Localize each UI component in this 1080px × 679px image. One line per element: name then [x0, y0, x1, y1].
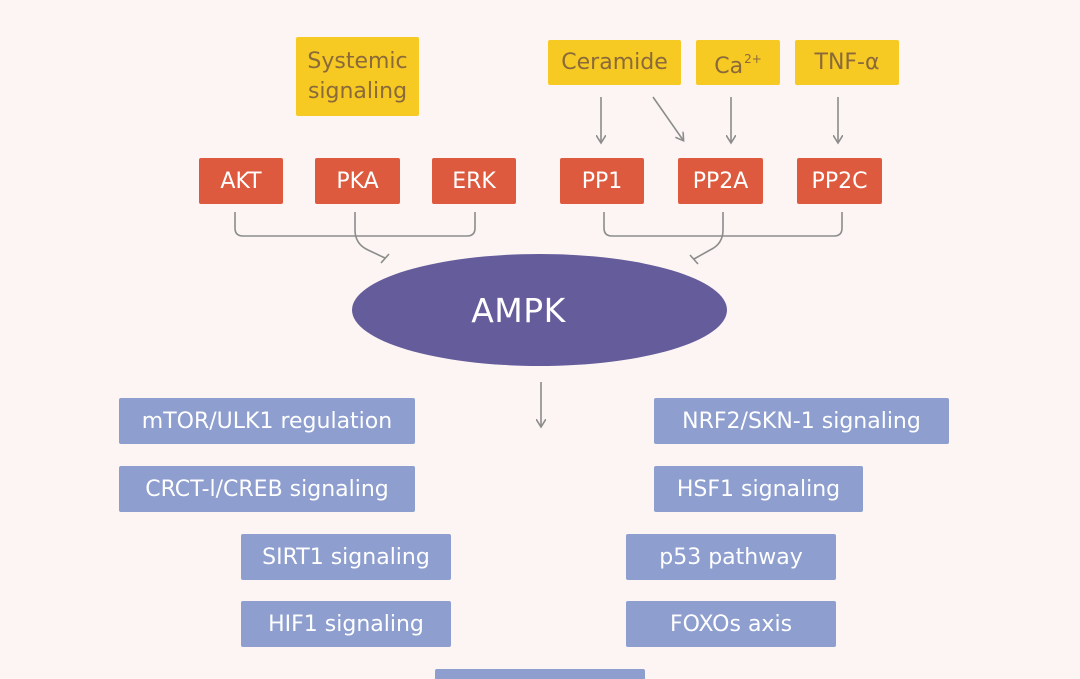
tnf-alpha-box: TNF-α: [795, 40, 899, 85]
pka-box: PKA: [315, 158, 400, 204]
tnf-alpha-label: TNF-α: [814, 49, 880, 75]
akt-box: AKT: [199, 158, 283, 204]
systemic-signaling-line1: Systemic: [307, 48, 408, 74]
pp2c-label: PP2C: [811, 168, 868, 194]
sirt1-label: SIRT1 signaling: [262, 544, 430, 570]
p53-label: p53 pathway: [659, 544, 803, 570]
p53-box: p53 pathway: [626, 534, 836, 580]
hif1-box: HIF1 signaling: [241, 601, 451, 647]
akt-label: AKT: [220, 168, 262, 194]
phosphatase-inhibition-stem: [693, 212, 724, 260]
crct-creb-label: CRCT-l/CREB signaling: [145, 476, 389, 502]
pp2c-box: PP2C: [797, 158, 882, 204]
nrf2-skn1-label: NRF2/SKN-1 signaling: [682, 408, 921, 434]
pp2a-label: PP2A: [692, 168, 749, 194]
erk-box: ERK: [432, 158, 516, 204]
pka-label: PKA: [336, 168, 379, 194]
clipped-bottom-box: [435, 669, 645, 679]
foxos-label: FOXOs axis: [669, 611, 793, 637]
pp2a-box: PP2A: [678, 158, 763, 204]
arrow-ceramide-pp2a: [652, 96, 683, 140]
sirt1-box: SIRT1 signaling: [241, 534, 451, 580]
mtor-ulk1-label: mTOR/ULK1 regulation: [141, 408, 393, 434]
phosphatase-inhibition-tbar: [689, 254, 699, 265]
ceramide-box: Ceramide: [548, 40, 681, 85]
calcium-label: Ca2+: [714, 44, 762, 82]
calcium-symbol: Ca: [714, 53, 744, 79]
hif1-label: HIF1 signaling: [268, 611, 424, 637]
systemic-signaling-line2: signaling: [307, 78, 408, 104]
ceramide-label: Ceramide: [561, 49, 668, 75]
nrf2-skn1-box: NRF2/SKN-1 signaling: [654, 398, 949, 444]
ampk-node: AMPK: [352, 254, 727, 366]
pp1-box: PP1: [560, 158, 644, 204]
kinase-inhibition-tbar: [380, 253, 390, 264]
hsf1-box: HSF1 signaling: [654, 466, 863, 512]
erk-label: ERK: [452, 168, 496, 194]
foxos-box: FOXOs axis: [626, 601, 836, 647]
ampk-label: AMPK: [471, 290, 566, 330]
calcium-box: Ca2+: [696, 40, 780, 85]
pp1-label: PP1: [581, 168, 623, 194]
kinase-inhibition-stem: [354, 212, 386, 259]
mtor-ulk1-box: mTOR/ULK1 regulation: [119, 398, 415, 444]
calcium-charge: 2+: [744, 51, 762, 66]
crct-creb-box: CRCT-l/CREB signaling: [119, 466, 415, 512]
systemic-signaling-box: Systemic signaling: [296, 37, 419, 116]
hsf1-label: HSF1 signaling: [676, 476, 841, 502]
